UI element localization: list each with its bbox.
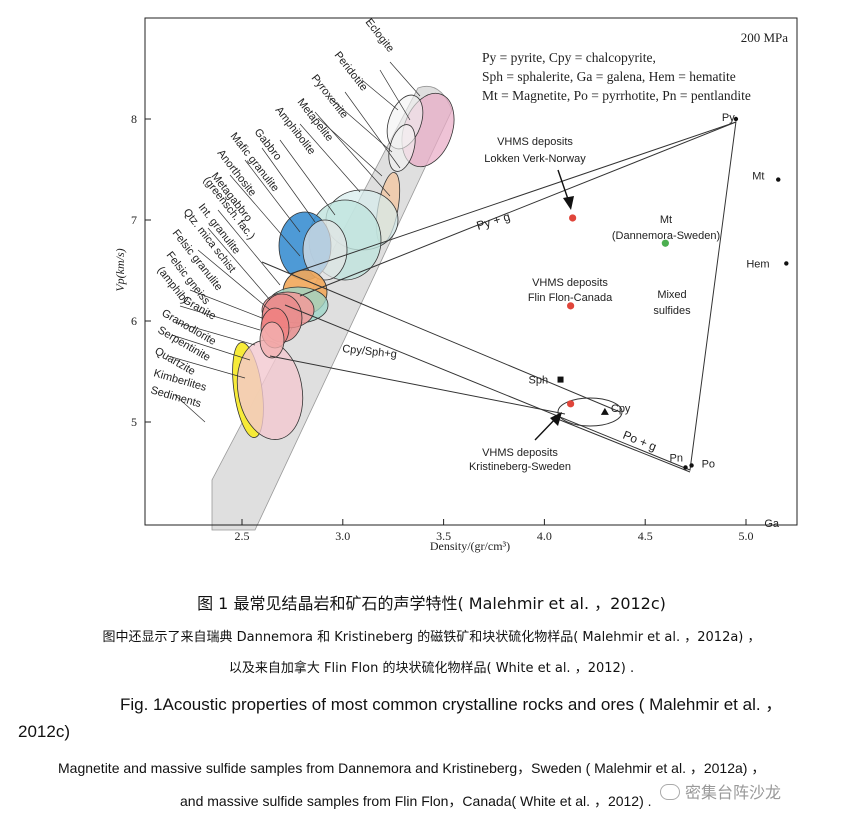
leader-line [171, 334, 251, 361]
x-tick-label: 4.5 [638, 529, 653, 543]
caption-en-line2: and massive sulfide samples from Flin Fl… [180, 793, 652, 809]
y-tick-label: 7 [131, 213, 137, 227]
mineral-mark-mt [776, 177, 781, 182]
data-marks [557, 116, 789, 470]
kristineberg-arrowhead [550, 412, 562, 426]
caption-en-title: Fig. 1Acoustic properties of most common… [120, 695, 783, 714]
leader-line [261, 147, 316, 223]
leader-line [344, 91, 401, 169]
leader-line [167, 355, 246, 379]
mineral-label-po: Po [702, 458, 715, 470]
leader-line [229, 174, 301, 257]
y-tick-label: 5 [131, 415, 137, 429]
mineral-mark-sph [557, 376, 564, 383]
caption-en-line1: Magnetite and massive sulfide samples fr… [58, 760, 766, 776]
abbrev-legend-line: Sph = sphalerite, Ga = galena, Hem = hem… [482, 69, 736, 84]
leader-line [189, 289, 263, 319]
mineral-label-ga: Ga [764, 518, 780, 530]
plot-frame [144, 17, 798, 526]
plot-border [144, 17, 798, 526]
watermark-text: 密集台阵沙龙 [685, 783, 782, 802]
mineral-mark-po [689, 463, 694, 468]
caption-en-title-cont: 2012c) [18, 722, 70, 741]
leader-line [217, 209, 281, 286]
mixing-label-py-g: Py + g [475, 209, 512, 232]
mineral-mark-pn [683, 465, 688, 470]
x-tick-label: 4.0 [537, 529, 552, 543]
mineral-mark-hem [784, 261, 789, 266]
annotation-mixed-1: Mixed [657, 289, 686, 301]
pyroxenite-field [388, 124, 416, 172]
mineral-label-sph: Sph [529, 375, 549, 387]
leader-line [389, 61, 421, 97]
leader-line [314, 111, 391, 197]
annotation-flin-2: Flin Flon-Canada [528, 292, 613, 304]
leader-line [361, 79, 399, 111]
caption-cn-line2: 以及来自加拿大 Flin Flon 的块状硫化物样品( White et al.… [228, 661, 635, 676]
leader-line [279, 139, 336, 216]
mineral-label-mt: Mt [752, 171, 764, 183]
mineral-label-pn: Pn [670, 452, 683, 464]
caption-cn-title: 图 1 最常见结晶岩和矿石的声学特性( Malehmir et al. ，201… [197, 594, 666, 613]
leader-line [197, 249, 271, 311]
x-tick-label: 3.5 [436, 529, 451, 543]
wechat-icon [660, 784, 680, 800]
pressure-label: 200 MPa [741, 30, 789, 45]
cpy-sph-mixing-line [269, 355, 566, 415]
y-axis-title: Vp(km/s) [113, 248, 127, 291]
x-tick-label: 3.0 [335, 529, 350, 543]
annotation-flin-1: VHMS deposits [532, 277, 608, 289]
sample-mark-0 [569, 214, 577, 222]
rock-fields [211, 85, 455, 531]
leader-line [174, 321, 256, 346]
abbrev-legend-line: Mt = Magnetite, Po = pyrrhotite, Pn = pe… [482, 88, 751, 103]
annotation-krist-2: Kristineberg-Sweden [469, 461, 571, 473]
py-mixing-envelope [284, 121, 737, 471]
x-tick-label: 5.0 [739, 529, 754, 543]
mineral-label-cpy: Cpy [611, 403, 631, 415]
lokken-arrowhead [563, 196, 574, 210]
cpy-sph-upper-line [261, 261, 621, 413]
po-mixing-line [554, 417, 691, 473]
y-tick-label: 6 [131, 314, 137, 328]
leader-line [207, 227, 271, 301]
annotation-danne-1: Mt [660, 214, 672, 226]
anorthosite-field [302, 219, 348, 281]
sample-mark-3 [567, 400, 575, 408]
rock-label: Eclogite [363, 16, 397, 54]
py-mixing-line [299, 121, 737, 297]
mineral-label-hem: Hem [746, 258, 769, 270]
mineral-mark-cpy [600, 407, 609, 415]
mixing-label-cpy-sph-g: Cpy/Sph+g [342, 343, 398, 361]
cpy-sph-enclosure [557, 397, 623, 427]
mineral-label-py: Py [722, 112, 735, 124]
leader-line [379, 69, 411, 121]
annotation-danne-2: (Dannemora-Sweden) [612, 230, 720, 242]
annotation-lokken-2: Lokken Verk-Norway [484, 153, 586, 165]
watermark: 密集台阵沙龙 [660, 779, 781, 803]
leader-line [244, 159, 301, 233]
annotation-lokken-1: VHMS deposits [497, 136, 573, 148]
leader-line [299, 123, 361, 193]
leader-line [174, 394, 206, 423]
annotation-mixed-2: sulfides [653, 305, 691, 317]
leader-line [179, 305, 261, 331]
caption-cn-line1: 图中还显示了来自瑞典 Dannemora 和 Kristineberg 的磁铁矿… [102, 630, 761, 645]
mineral-mark-py [733, 116, 739, 122]
annotation-krist-1: VHMS deposits [482, 447, 558, 459]
x-tick-label: 2.5 [235, 529, 250, 543]
mixing-lines [167, 61, 737, 473]
abbrev-legend-line: Py = pyrite, Cpy = chalcopyrite, [482, 50, 656, 65]
granodiorite-field [259, 321, 285, 359]
y-tick-label: 8 [131, 112, 137, 126]
sample-mark-2 [567, 302, 575, 310]
sample-mark-1 [661, 239, 669, 247]
rock-label: Peridotite [332, 49, 370, 93]
x-axis-title: Density/(gr/cm³) [430, 539, 510, 553]
